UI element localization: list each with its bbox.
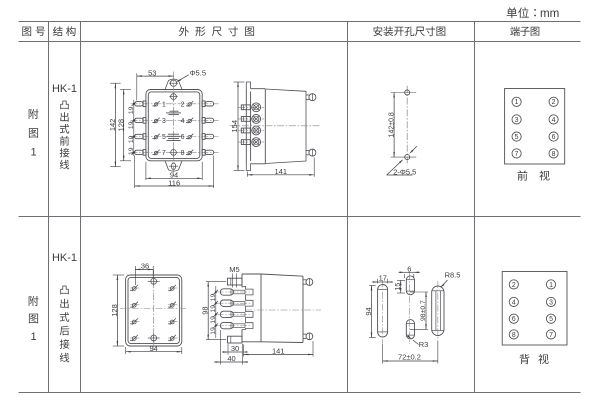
svg-text:142: 142	[108, 119, 117, 132]
svg-text:8: 8	[512, 332, 516, 339]
svg-text:2-Φ5.5: 2-Φ5.5	[393, 167, 416, 176]
svg-text:HK-1: HK-1	[52, 83, 77, 95]
svg-text:17: 17	[379, 274, 387, 283]
svg-text:2: 2	[181, 101, 185, 108]
svg-text:141: 141	[272, 347, 285, 356]
svg-text:1: 1	[162, 101, 166, 108]
svg-text:72±0.2: 72±0.2	[398, 352, 421, 361]
svg-text:94: 94	[150, 344, 158, 353]
svg-text:1: 1	[549, 282, 553, 289]
svg-text:154: 154	[230, 120, 239, 133]
svg-text:53: 53	[148, 68, 156, 77]
svg-text:mm: mm	[540, 7, 559, 20]
svg-text:40: 40	[227, 354, 235, 363]
svg-text:19: 19	[210, 316, 217, 324]
svg-text:19: 19	[210, 294, 217, 302]
svg-text:19: 19	[128, 106, 135, 114]
svg-text:7: 7	[162, 150, 166, 157]
svg-text:5: 5	[515, 134, 519, 141]
svg-text:R8.5: R8.5	[445, 271, 461, 280]
svg-text:HK-1: HK-1	[52, 252, 77, 264]
svg-text:1: 1	[30, 331, 36, 343]
svg-text:94: 94	[170, 171, 178, 180]
svg-text:6: 6	[407, 264, 411, 273]
svg-text:94: 94	[364, 307, 373, 315]
svg-text:6: 6	[512, 316, 516, 323]
svg-text:8: 8	[552, 151, 556, 158]
svg-text:30: 30	[231, 344, 239, 353]
svg-text:142±0.8: 142±0.8	[388, 112, 395, 137]
svg-text:128: 128	[116, 119, 125, 132]
svg-text:36: 36	[141, 261, 149, 270]
svg-text:5: 5	[162, 134, 166, 141]
svg-text:M5: M5	[229, 265, 239, 274]
svg-text:98: 98	[201, 306, 210, 314]
svg-text:128: 128	[110, 304, 119, 317]
svg-text:1: 1	[30, 147, 36, 159]
svg-text:19: 19	[210, 327, 217, 335]
svg-text:1: 1	[515, 99, 519, 106]
svg-text:15: 15	[395, 283, 402, 291]
svg-text:8: 8	[181, 150, 185, 157]
svg-text:7: 7	[515, 151, 519, 158]
svg-text:3: 3	[162, 118, 166, 125]
svg-text:4: 4	[181, 118, 185, 125]
svg-text:6: 6	[181, 134, 185, 141]
svg-text:141: 141	[274, 167, 287, 176]
svg-text:3: 3	[515, 117, 519, 124]
svg-text:Φ5.5: Φ5.5	[190, 68, 206, 77]
svg-text:19: 19	[128, 121, 135, 129]
svg-text:5: 5	[549, 316, 553, 323]
svg-text:19: 19	[210, 305, 217, 313]
svg-text:98±0.7: 98±0.7	[420, 300, 427, 321]
svg-text:116: 116	[168, 178, 180, 187]
svg-text:7: 7	[549, 332, 553, 339]
svg-text:19: 19	[128, 147, 135, 155]
svg-text:19: 19	[128, 135, 135, 143]
svg-text:6: 6	[552, 134, 556, 141]
svg-text:2: 2	[552, 99, 556, 106]
svg-text:R3: R3	[419, 340, 429, 349]
svg-text:4: 4	[512, 299, 516, 306]
svg-text:2: 2	[512, 282, 516, 289]
svg-text:3: 3	[549, 299, 553, 306]
svg-text:4: 4	[552, 117, 556, 124]
